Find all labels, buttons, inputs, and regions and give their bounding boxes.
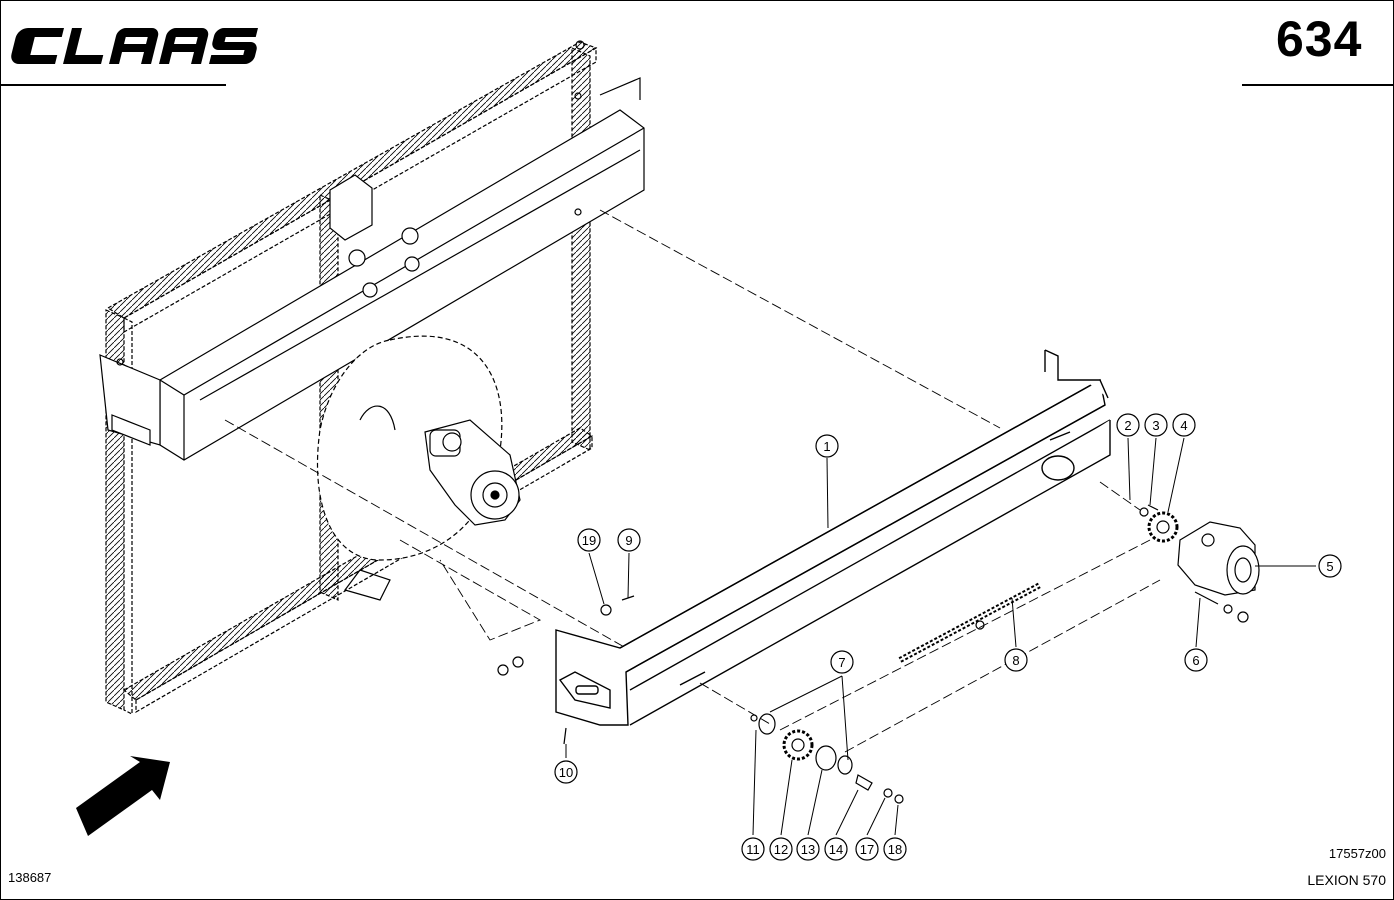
callout-18: 18: [883, 837, 907, 861]
callout-8: 8: [1004, 648, 1028, 672]
drawing-code: 17557z00: [1328, 846, 1386, 861]
direction-arrow-icon: [76, 756, 170, 836]
callout-3: 3: [1144, 413, 1168, 437]
svg-text:8: 8: [1012, 653, 1019, 668]
svg-text:19: 19: [582, 533, 596, 548]
svg-text:2: 2: [1124, 418, 1131, 433]
callout-7: 7: [830, 650, 854, 674]
svg-text:6: 6: [1192, 653, 1199, 668]
svg-text:13: 13: [801, 842, 815, 857]
callout-17: 17: [855, 837, 879, 861]
callout-1: 1: [815, 434, 839, 458]
svg-text:14: 14: [829, 842, 843, 857]
svg-text:11: 11: [746, 842, 760, 857]
drive-parts: [497, 504, 1260, 804]
main-beam-part-1: [555, 349, 1111, 726]
callout-13: 13: [796, 837, 820, 861]
page-number: 634: [1276, 11, 1363, 67]
svg-text:5: 5: [1326, 559, 1333, 574]
exploded-guide-lines: [224, 209, 1161, 753]
svg-text:10: 10: [559, 765, 573, 780]
model-name: LEXION 570: [1307, 872, 1386, 888]
callout-2: 2: [1116, 413, 1140, 437]
callout-5: 5: [1318, 554, 1342, 578]
svg-text:7: 7: [838, 655, 845, 670]
callout-6: 6: [1184, 648, 1208, 672]
svg-text:18: 18: [888, 842, 902, 857]
callout-9: 9: [617, 528, 641, 552]
claas-logo: [11, 28, 258, 64]
callout-12: 12: [769, 837, 793, 861]
svg-text:12: 12: [774, 842, 788, 857]
doc-number: 138687: [8, 870, 52, 885]
svg-text:3: 3: [1152, 418, 1159, 433]
svg-text:9: 9: [625, 533, 632, 548]
callout-group: 1 2 3 4 5 6 7 8 9 10 11 12 13 14 17 18 1…: [554, 413, 1342, 861]
gearbox-assembly: [424, 419, 521, 526]
callout-14: 14: [824, 837, 848, 861]
callout-4: 4: [1172, 413, 1196, 437]
leader-lines: [565, 437, 1316, 836]
callout-19: 19: [577, 528, 601, 552]
callout-11: 11: [741, 837, 765, 861]
svg-text:4: 4: [1180, 418, 1187, 433]
svg-text:1: 1: [823, 439, 830, 454]
callout-10: 10: [554, 760, 578, 784]
svg-text:17: 17: [860, 842, 874, 857]
